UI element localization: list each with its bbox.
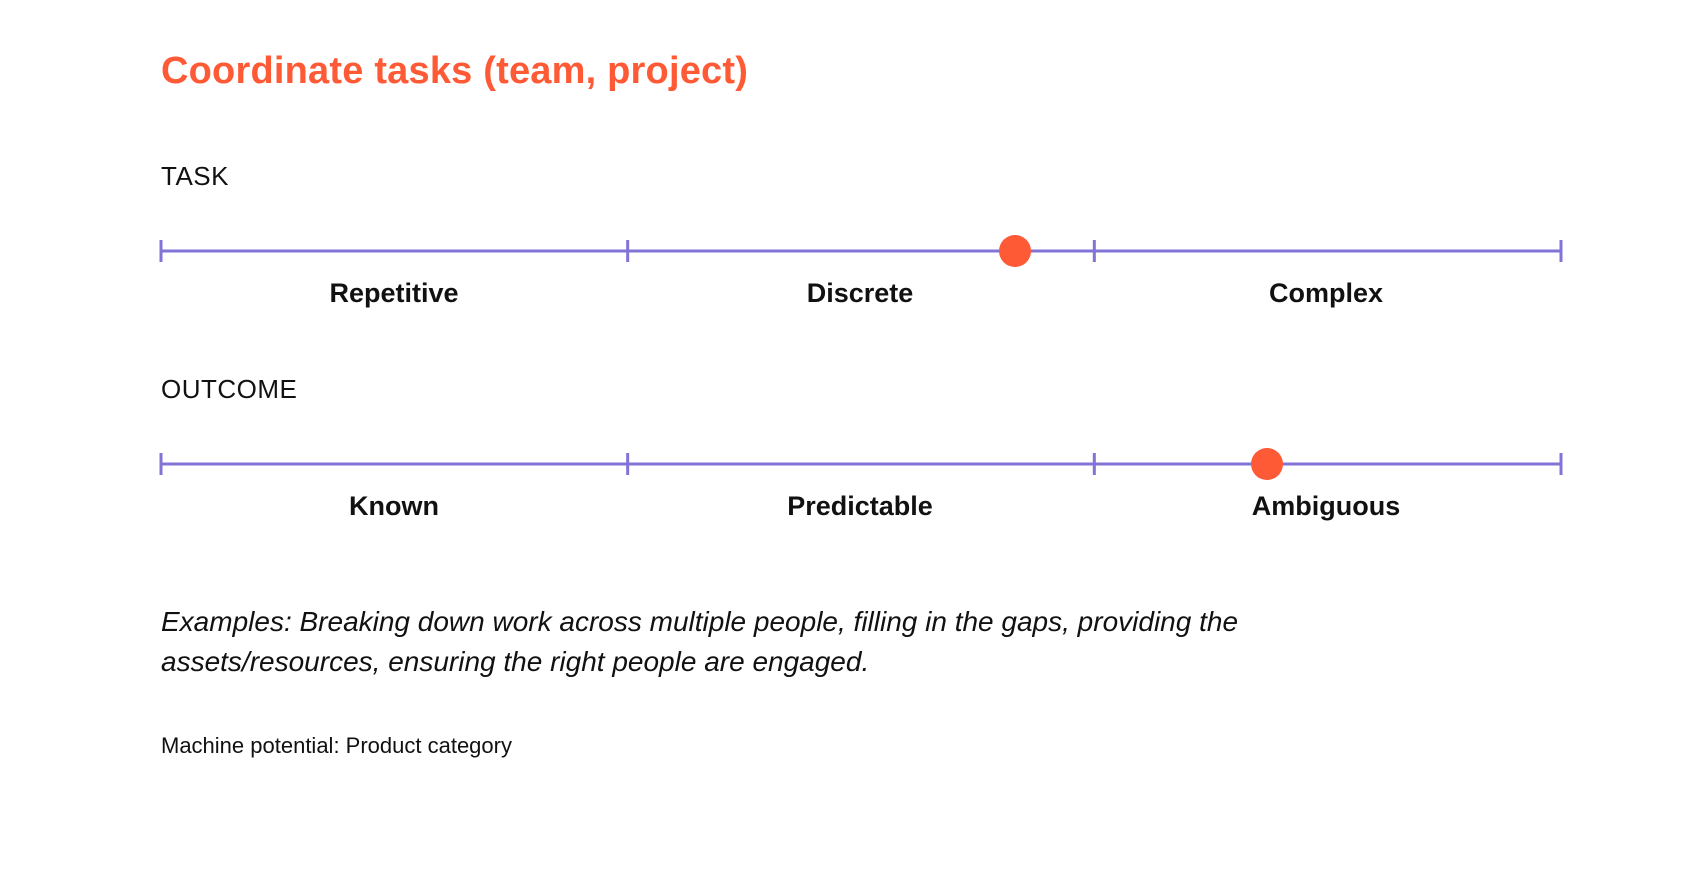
outcome-scale-marker bbox=[1251, 448, 1283, 480]
outcome-segment-label-predictable: Predictable bbox=[787, 491, 933, 521]
outcome-segment-label-ambiguous: Ambiguous bbox=[1251, 491, 1401, 521]
page-title: Coordinate tasks (team, project) bbox=[161, 50, 749, 92]
task-segment-label-repetitive: Repetitive bbox=[329, 278, 459, 308]
outcome-segment-label-known: Known bbox=[349, 491, 439, 521]
machine-potential-text: Machine potential: Product category bbox=[161, 733, 512, 758]
task-scale-marker bbox=[999, 235, 1031, 267]
task-scale-heading: TASK bbox=[161, 161, 229, 191]
examples-text: Examples: Breaking down work across mult… bbox=[161, 606, 1239, 677]
outcome-scale-heading: OUTCOME bbox=[161, 374, 298, 404]
task-scale-track bbox=[159, 235, 1563, 267]
task-segment-label-complex: Complex bbox=[1268, 278, 1384, 308]
task-segment-label-discrete: Discrete bbox=[806, 278, 914, 308]
outcome-scale-track bbox=[159, 448, 1563, 480]
